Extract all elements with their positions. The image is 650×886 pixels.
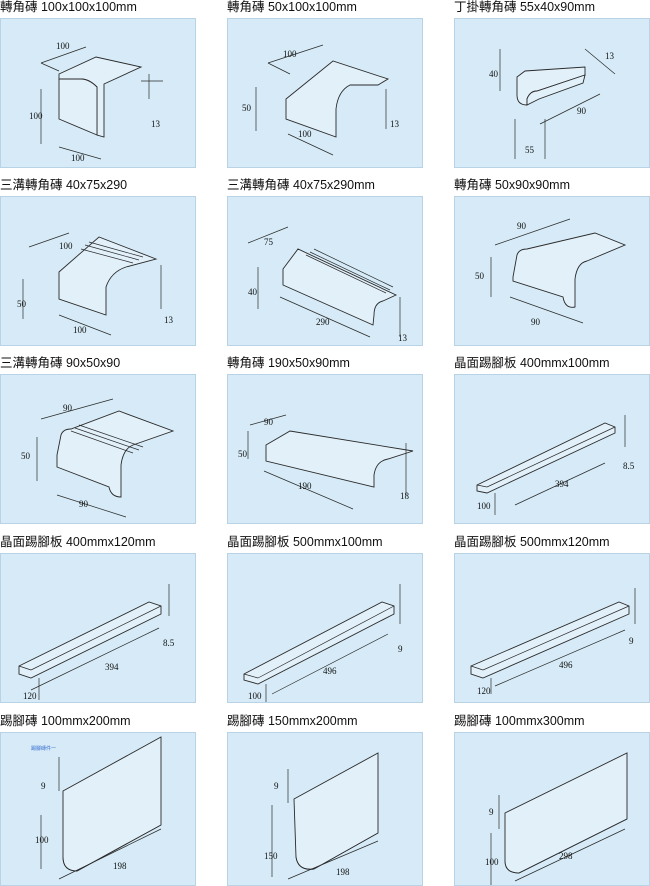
dim-label: 13 xyxy=(605,51,615,61)
dim-label: 40 xyxy=(489,69,499,79)
dim-label: 198 xyxy=(113,861,127,871)
skirting-board-drawing: 9 496 100 xyxy=(243,584,403,702)
dim-label: 9 xyxy=(274,781,279,791)
tile-drawing-panel: 8.5 394 100 xyxy=(454,374,650,524)
dim-label: 150 xyxy=(264,851,278,861)
tile-title: 轉角磚 190x50x90mm xyxy=(227,356,350,370)
grooved-corner-tile-drawing: 90 50 90 xyxy=(21,398,175,518)
dim-label: 50 xyxy=(475,271,485,281)
dim-label: 40 xyxy=(248,287,258,297)
dim-label: 190 xyxy=(298,481,312,491)
dim-label: 100 xyxy=(248,691,262,701)
dim-label: 496 xyxy=(323,666,337,676)
dim-label: 100 xyxy=(283,49,297,59)
dim-label: 496 xyxy=(559,660,573,670)
dim-label: 18 xyxy=(400,491,410,501)
dim-label: 13 xyxy=(398,333,408,343)
dim-label: 9 xyxy=(629,636,634,646)
tile-title: 三溝轉角磚 90x50x90 xyxy=(0,356,121,370)
tile-title: 晶面踢腳板 400mmx100mm xyxy=(454,356,610,370)
tile-drawing-panel: 100 100 13 100 xyxy=(0,18,196,168)
dim-label: 9 xyxy=(489,807,494,817)
dim-label: 394 xyxy=(105,662,119,672)
dim-label: 290 xyxy=(316,317,330,327)
cove-skirting-drawing: 踢腳磚件一 9 100 198 xyxy=(31,736,162,880)
dim-label: 90 xyxy=(517,221,527,231)
dim-label: 13 xyxy=(151,119,161,129)
corner-tile-drawing: 100 100 13 100 xyxy=(29,41,163,163)
dim-label: 100 xyxy=(298,129,312,139)
grooved-corner-tile-drawing: 75 40 290 13 xyxy=(247,226,408,343)
dim-label: 90 xyxy=(63,403,73,413)
tile-title: 晶面踢腳板 400mmx120mm xyxy=(0,535,156,549)
tile-title: 轉角磚 100x100x100mm xyxy=(0,0,137,14)
dim-label: 100 xyxy=(485,857,499,867)
dim-label: 90 xyxy=(264,417,274,427)
corner-tile-drawing: 100 50 13 100 xyxy=(242,44,400,156)
dim-label: 100 xyxy=(56,41,70,51)
dim-label: 100 xyxy=(29,111,43,121)
tile-drawing-panel: 9 496 120 xyxy=(454,553,650,703)
dim-label: 13 xyxy=(390,119,400,129)
dim-label: 75 xyxy=(264,237,274,247)
dim-label: 9 xyxy=(398,644,403,654)
corner-tile-drawing: 40 13 90 55 xyxy=(489,48,616,159)
tile-drawing-panel: 踢腳磚件一 9 100 198 xyxy=(0,732,196,886)
grooved-corner-tile-drawing: 100 50 13 100 xyxy=(17,232,174,336)
dim-label: 100 xyxy=(71,153,85,163)
skirting-board-drawing: 8.5 394 100 xyxy=(476,415,635,515)
tile-title: 晶面踢腳板 500mmx120mm xyxy=(454,535,610,549)
tile-drawing-panel: 8.5 394 120 xyxy=(0,553,196,703)
dim-label: 298 xyxy=(559,851,573,861)
dim-label: 90 xyxy=(79,499,89,509)
dim-label: 50 xyxy=(17,299,27,309)
dim-label: 100 xyxy=(477,501,491,511)
tile-drawing-panel: 9 100 298 xyxy=(454,732,650,886)
tile-title: 轉角磚 50x100x100mm xyxy=(227,0,357,14)
skirting-board-drawing: 9 496 120 xyxy=(470,588,636,696)
dim-label: 120 xyxy=(477,686,491,696)
dim-label: 8.5 xyxy=(623,461,635,471)
tile-title: 踢腳磚 150mmx200mm xyxy=(227,714,358,728)
dim-label: 90 xyxy=(577,106,587,116)
dim-label: 100 xyxy=(35,835,49,845)
dim-label: 50 xyxy=(242,103,252,113)
tile-title: 踢腳磚 100mmx200mm xyxy=(0,714,131,728)
tile-title: 轉角磚 50x90x90mm xyxy=(454,178,571,192)
tile-drawing-panel: 90 50 90 xyxy=(454,196,650,346)
tile-drawing-panel: 75 40 290 13 xyxy=(227,196,423,346)
tile-title: 晶面踢腳板 500mmx100mm xyxy=(227,535,383,549)
dim-label: 90 xyxy=(531,317,541,327)
skirting-board-drawing: 8.5 394 120 xyxy=(18,584,175,701)
dim-label: 9 xyxy=(41,781,46,791)
dim-label: 55 xyxy=(525,145,535,155)
tile-drawing-panel: 40 13 90 55 xyxy=(454,18,650,168)
tile-drawing-panel: 90 50 90 xyxy=(0,374,196,524)
tile-title: 踢腳磚 100mmx300mm xyxy=(454,714,585,728)
tile-drawing-panel: 90 50 190 18 xyxy=(227,374,423,524)
dim-label: 394 xyxy=(555,479,569,489)
dim-label: 50 xyxy=(238,449,248,459)
dim-label: 50 xyxy=(21,451,31,461)
tile-title: 三溝轉角磚 40x75x290 xyxy=(0,178,128,192)
tile-title: 丁掛轉角磚 55x40x90mm xyxy=(454,0,596,14)
dim-label: 13 xyxy=(164,315,174,325)
tile-drawing-panel: 9 496 100 xyxy=(227,553,423,703)
tile-drawing-panel: 100 50 13 100 xyxy=(0,196,196,346)
dim-label: 100 xyxy=(59,241,73,251)
cove-skirting-drawing: 9 150 198 xyxy=(264,752,379,880)
dim-label: 8.5 xyxy=(163,638,175,648)
tile-drawing-panel: 9 150 198 xyxy=(227,732,423,886)
dim-label: 120 xyxy=(23,691,37,701)
dim-label: 100 xyxy=(73,325,87,335)
cove-skirting-drawing: 9 100 298 xyxy=(485,752,628,885)
corner-tile-drawing: 90 50 190 18 xyxy=(238,414,414,510)
drawing-note: 踢腳磚件一 xyxy=(31,745,56,752)
dim-label: 198 xyxy=(336,867,350,877)
tile-title: 三溝轉角磚 40x75x290mm xyxy=(227,178,375,192)
tile-drawing-panel: 100 50 13 100 xyxy=(227,18,423,168)
corner-tile-drawing: 90 50 90 xyxy=(475,218,627,327)
